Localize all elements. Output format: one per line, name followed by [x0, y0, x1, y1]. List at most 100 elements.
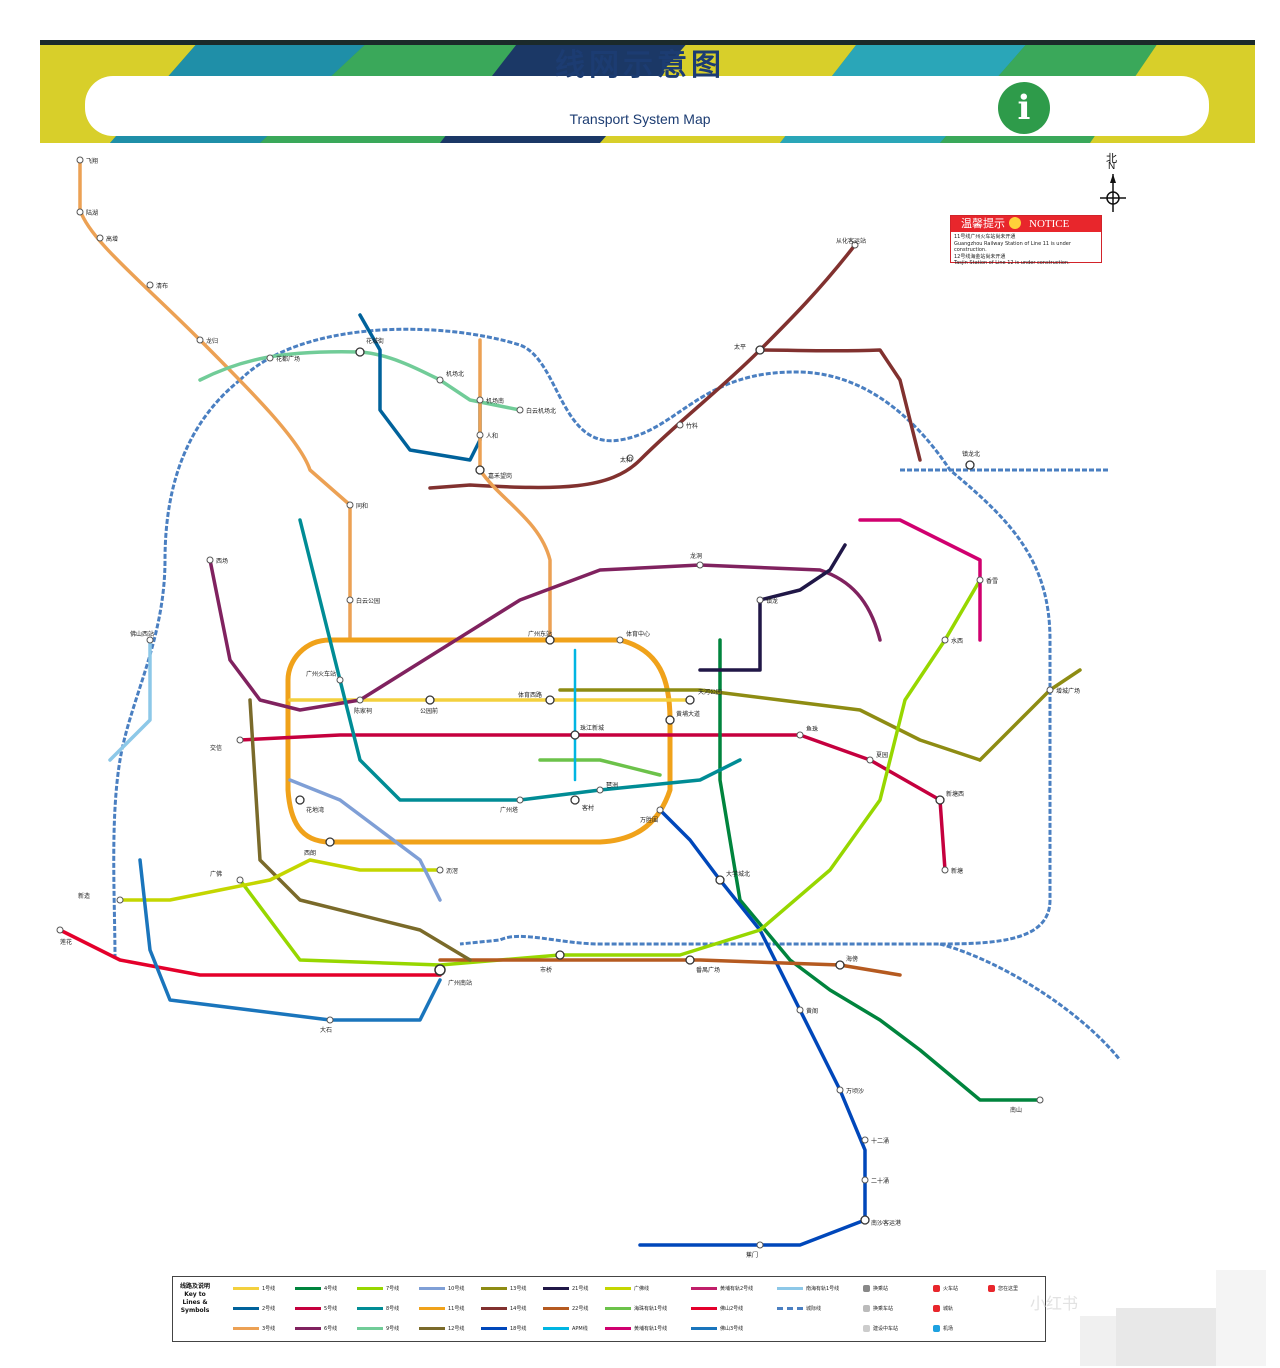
legend-item: 换乘车站 [863, 1305, 893, 1313]
station-label: 夏园 [876, 752, 888, 759]
station[interactable]: 交信 [210, 737, 243, 752]
legend-label: 佛山3号线 [720, 1326, 743, 1332]
legend-item: 机场 [933, 1325, 953, 1333]
station-label: 龙洞 [690, 552, 702, 560]
legend-item: APM线 [543, 1325, 588, 1333]
intercity-rail-icon [933, 1305, 940, 1312]
station-label: 二十涌 [871, 1177, 889, 1185]
station[interactable]: 花地湾 [296, 796, 324, 814]
transfer-station-icon [863, 1305, 870, 1312]
station-label: 飞翔 [86, 157, 98, 165]
station[interactable]: 龙归 [197, 337, 218, 345]
station[interactable]: 体育西路 [518, 691, 554, 704]
legend-label: 22号线 [572, 1306, 588, 1312]
station[interactable]: 花都广场 [267, 355, 300, 363]
airport-icon [933, 1325, 940, 1332]
station[interactable]: 白云机场北 [517, 407, 556, 415]
line-8 [300, 520, 740, 800]
legend-item: 火车站 [933, 1285, 958, 1293]
legend-label: 10号线 [448, 1286, 464, 1292]
legend-item: 佛山3号线 [691, 1325, 743, 1333]
station-label: 香雪 [986, 577, 998, 585]
station[interactable]: 嘉禾望岗 [476, 466, 512, 480]
line-2 [360, 315, 480, 460]
station-label: 大石 [320, 1026, 332, 1034]
station-label: 从化客运站 [836, 237, 866, 245]
station-label: 龙归 [206, 337, 218, 345]
blur-patch [1216, 1270, 1266, 1366]
legend-title-line: Symbols [175, 1307, 215, 1315]
station[interactable]: 琶洲 [597, 782, 618, 793]
station-label: 太平 [734, 343, 746, 351]
legend-item: 7号线 [357, 1285, 399, 1293]
line-22 [440, 960, 900, 975]
station-label: 白云机场北 [526, 407, 556, 415]
station-label: 万顷沙 [846, 1087, 864, 1095]
legend-label: 黄埔有轨1号线 [634, 1326, 667, 1332]
legend-label: 建设中车站 [873, 1326, 898, 1332]
station[interactable]: 客村 [571, 796, 594, 812]
legend-title-line: 线路及说明 [175, 1283, 215, 1291]
station[interactable]: 增城广场 [1047, 687, 1080, 695]
station[interactable]: 夏园 [867, 752, 888, 763]
station-label: 番禺广场 [696, 966, 720, 974]
station[interactable]: 机场北 [437, 370, 464, 383]
legend-item: 14号线 [481, 1305, 526, 1313]
station-label: 广州塔 [500, 806, 518, 814]
station[interactable]: 新造 [78, 892, 123, 903]
station[interactable]: 佛山西站 [130, 630, 154, 643]
station-label: 客村 [582, 804, 594, 812]
intercity-south-east [940, 944, 1120, 1060]
station-label: 广州火车站 [306, 670, 336, 678]
legend-label: 1号线 [262, 1286, 275, 1292]
station[interactable]: 清布 [147, 282, 168, 290]
station-label: 海傍 [846, 955, 858, 963]
legend-label: 广佛线 [634, 1286, 649, 1292]
station[interactable]: 水西 [942, 637, 963, 645]
legend-label: 换乘站 [873, 1286, 888, 1292]
you-are-here-icon [988, 1285, 995, 1292]
legend-item: 您在这里 [988, 1285, 1018, 1293]
station[interactable]: 新塘西 [936, 790, 964, 804]
station-label: 嘉禾望岗 [488, 472, 512, 480]
station[interactable]: 体育中心 [617, 630, 650, 643]
legend-item: 黄埔有轨2号线 [691, 1285, 753, 1293]
station[interactable]: 镇龙北 [962, 450, 980, 469]
station-label: 白云公园 [356, 597, 380, 605]
station[interactable]: 新塘 [942, 867, 963, 875]
station-label: 高增 [106, 235, 118, 243]
legend-item: 10号线 [419, 1285, 464, 1293]
station[interactable]: 竹料 [677, 422, 698, 430]
station[interactable]: 陆湖 [77, 209, 98, 217]
station[interactable]: 太平 [734, 343, 764, 354]
station-label: 太和 [620, 456, 632, 464]
legend-item: 6号线 [295, 1325, 337, 1333]
station[interactable]: 白云公园 [347, 597, 380, 605]
legend-label: APM线 [572, 1326, 588, 1332]
station[interactable]: 十二涌 [862, 1137, 889, 1145]
line-4 [720, 640, 1040, 1100]
legend-title-line: Key to [175, 1291, 215, 1299]
station[interactable]: 从化客运站 [836, 237, 866, 248]
legend-title-line: Lines & [175, 1299, 215, 1307]
station[interactable]: 大学城北 [716, 870, 750, 884]
station[interactable]: 太和 [620, 455, 633, 464]
legend-item: 佛山2号线 [691, 1305, 743, 1313]
stations: 飞翔 陆湖 高增 清布 龙归 人和 嘉禾望岗 从化客运站 [57, 157, 1080, 1259]
legend-label: 7号线 [386, 1286, 399, 1292]
legend-item: 广佛线 [605, 1285, 649, 1293]
legend-item: 2号线 [233, 1305, 275, 1313]
line-haizhu-tram [540, 760, 660, 775]
legend-label: 火车站 [943, 1286, 958, 1292]
station[interactable]: 广佛 [210, 870, 243, 883]
station-label: 机场南 [486, 397, 504, 405]
station-label: 新塘西 [946, 790, 964, 798]
station-label: 体育中心 [626, 630, 650, 638]
station-label: 西朗 [304, 849, 316, 857]
station[interactable]: 沥滘 [437, 867, 458, 875]
station[interactable]: 南沙客运港 [861, 1216, 901, 1227]
legend-item: 海珠有轨1号线 [605, 1305, 667, 1313]
blur-patch [1116, 1308, 1216, 1366]
legend-item: 南海有轨1号线 [777, 1285, 839, 1293]
